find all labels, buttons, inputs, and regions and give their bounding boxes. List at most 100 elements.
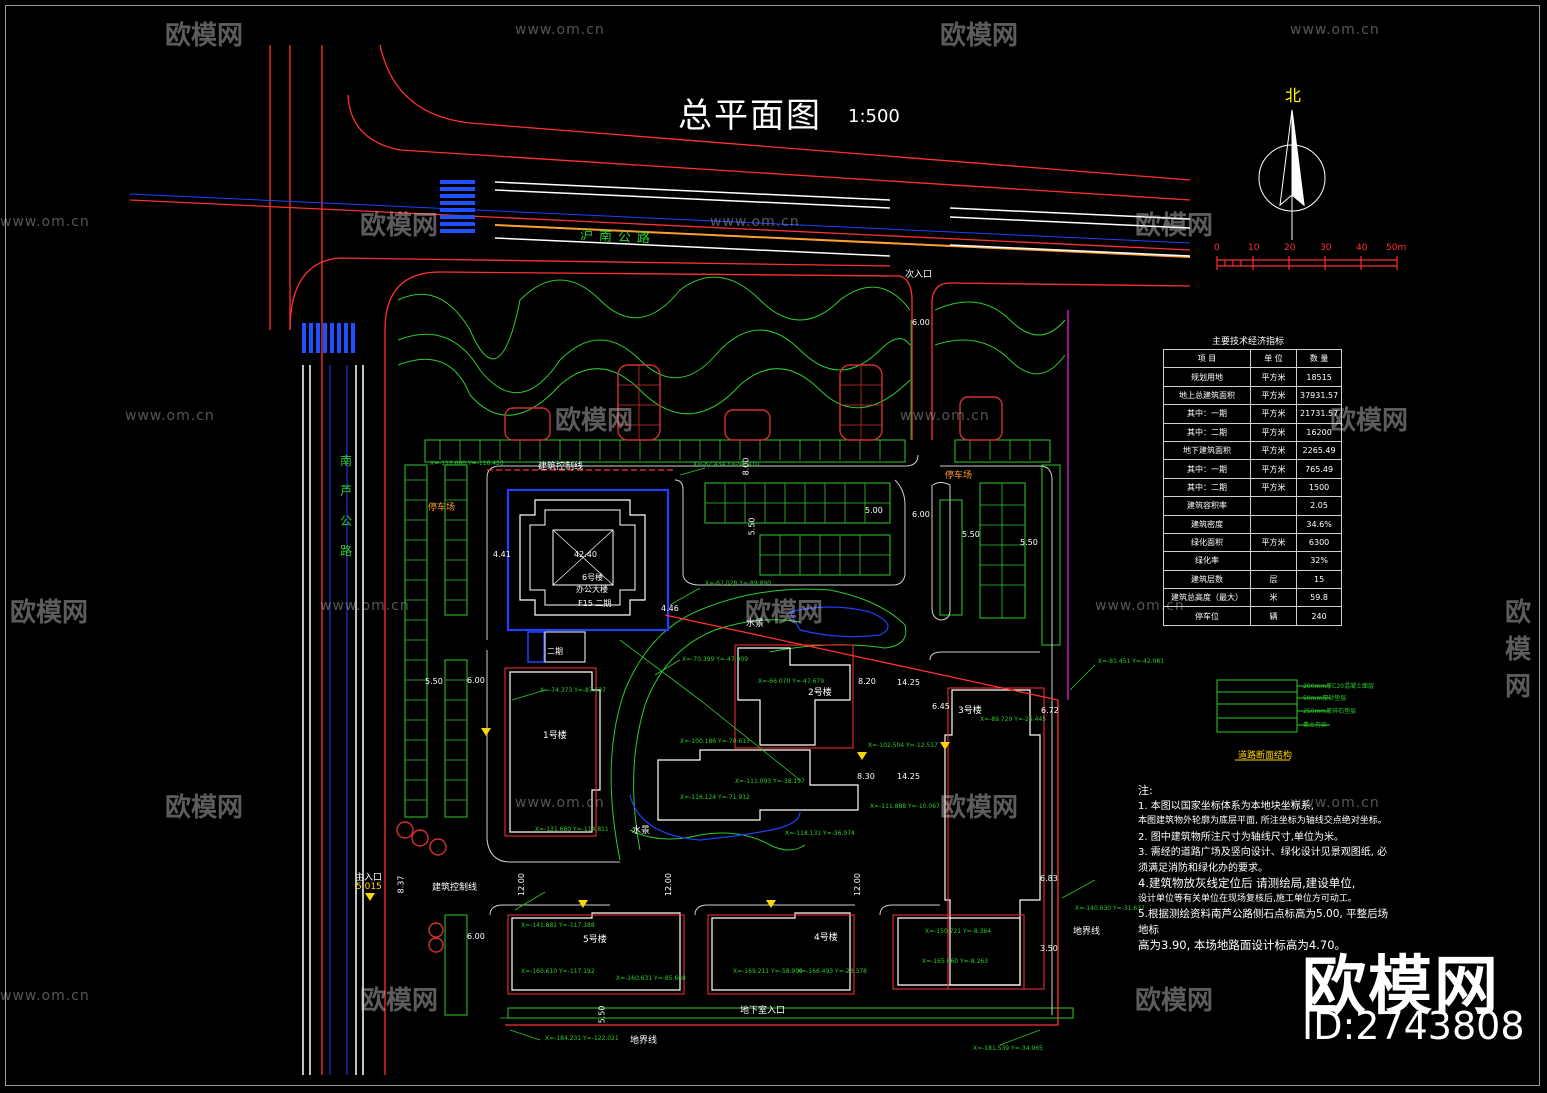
- spec-cell: 地上总建筑面积: [1163, 385, 1251, 406]
- dimension-label: 5.00: [865, 506, 883, 515]
- watermark-brand: 欧模网: [165, 21, 244, 51]
- drawing-title: 总平面图: [678, 96, 822, 136]
- watermark-url: www.om.cn: [515, 795, 605, 811]
- coordinate-label: X=-74.373 Y=-87.637: [540, 687, 607, 694]
- main-entrance-label: 主入口: [355, 873, 383, 883]
- coordinate-label: X=-160.610 Y=-117.192: [521, 968, 595, 975]
- dimension-label: 12.00: [663, 873, 673, 896]
- spec-cell: 绿化面积: [1163, 532, 1251, 553]
- spec-cell: 其中：二期: [1163, 477, 1251, 498]
- spec-cell: 其中：一期: [1163, 404, 1251, 424]
- watermark-url: www.om.cn: [1290, 22, 1380, 38]
- general-notes: 注: 1. 本图以国家坐标体系为本地块坐标系, 本图建筑物外轮廓为底层平面, 所…: [1138, 783, 1398, 954]
- building-1-label: 1号楼: [543, 731, 567, 741]
- spec-cell: 32%: [1295, 551, 1343, 571]
- office-name-label: 办公大楼: [576, 585, 608, 594]
- coordinate-label: X=-150.721 Y=-8.364: [925, 928, 992, 935]
- watermark-url: www.om.cn: [515, 22, 605, 38]
- note-line: 1. 本图以国家坐标体系为本地块坐标系,: [1138, 800, 1314, 812]
- spec-cell: 平方米: [1250, 440, 1297, 461]
- dimension-label: 4.41: [493, 550, 511, 559]
- spec-cell: 18515: [1295, 367, 1343, 387]
- note-line: 设计单位等有关单位在现场复核后,施工单位方可动工。: [1138, 893, 1357, 904]
- coordinate-label: X=-111.888 Y=-10.067: [870, 803, 940, 810]
- phase2-label: 二期: [547, 647, 563, 656]
- crosswalks: [302, 180, 475, 353]
- property-line-label: 地界线: [630, 1036, 658, 1046]
- dimension-label: 6.72: [1041, 706, 1059, 715]
- dimension-label: 12.00: [852, 873, 862, 896]
- spec-cell: 765.49: [1295, 459, 1343, 479]
- coordinate-label: X=-111.093 Y=-38.197: [735, 778, 805, 785]
- watermark-brand: 欧模网: [745, 598, 824, 628]
- watermark-brand: 欧模网: [360, 986, 439, 1016]
- watermark-url: www.om.cn: [320, 598, 410, 614]
- dimension-label: 8.37: [396, 875, 406, 894]
- dimension-label: 4.46: [661, 604, 679, 613]
- coordinate-label: X=-66.070 Y=-47.679: [758, 678, 825, 685]
- main-entrance-elevation: 5.015: [356, 882, 382, 892]
- pavement-layer-label: 素土夯实: [1303, 722, 1328, 729]
- building-control-line-label: 建筑控制线: [538, 462, 584, 472]
- basement-entrance-label: 地下室入口: [740, 1006, 786, 1016]
- coordinate-label: X=-118.131 Y=-36.974: [785, 830, 855, 837]
- road-label-nanlu-1: 南: [340, 454, 353, 468]
- drawing-frame: [5, 5, 1540, 1086]
- spec-cell: 15: [1295, 569, 1343, 590]
- scale-bar: [1216, 256, 1398, 270]
- watermark-brand: 欧模网: [1135, 211, 1214, 241]
- spec-cell: 59.8: [1295, 588, 1343, 608]
- water-feature-label: 水景: [746, 619, 765, 629]
- spec-cell: 平方米: [1250, 532, 1297, 553]
- watermark-url: www.om.cn: [0, 214, 90, 230]
- watermark-id: ID:2743808: [1302, 1004, 1525, 1048]
- dimension-label: 6.83: [1040, 874, 1058, 883]
- scale-tick: 50m: [1386, 243, 1407, 253]
- spec-cell: 2265.49: [1295, 440, 1343, 461]
- watermark-brand: 欧模网: [1505, 598, 1532, 702]
- notes-heading: 注:: [1138, 784, 1153, 797]
- parking-stripes: [405, 440, 1031, 801]
- building-5-label: 5号楼: [583, 935, 607, 945]
- spec-cell: [1250, 496, 1297, 516]
- spec-cell: 2.05: [1295, 496, 1343, 516]
- dimension-label: 3.50: [1040, 944, 1058, 953]
- pavement-layer-label: 50mm厚砂垫层: [1303, 695, 1347, 702]
- spec-cell: 平方米: [1250, 367, 1297, 387]
- control-lines: [487, 310, 1069, 1026]
- spec-cell: 34.6%: [1295, 514, 1343, 534]
- coordinate-label: X=-140.630 Y=-31.637: [1075, 905, 1145, 912]
- spec-cell: 平方米: [1250, 459, 1297, 479]
- pavement-layer-label: 250mm厚碎石垫层: [1303, 708, 1357, 715]
- dimension-label: 6.00: [467, 676, 485, 685]
- spec-cell: 240: [1295, 606, 1343, 626]
- spec-table-header: 项 目 单 位 数 量: [1163, 348, 1343, 369]
- spec-cell: 1500: [1295, 477, 1343, 498]
- drawing-scale: 1:500: [848, 106, 900, 127]
- building-3-label: 3号楼: [958, 706, 982, 716]
- office-height-label: 42.40: [574, 550, 597, 559]
- dimension-label: 8.30: [857, 772, 875, 781]
- coordinate-label: X=-181.539 Y=-34.965: [973, 1045, 1043, 1052]
- spec-cell: 层: [1250, 569, 1297, 590]
- north-arrow: [1258, 109, 1326, 240]
- coordinate-label: X=-62.028 Y=-89.890: [705, 580, 772, 587]
- building-outline-red: [504, 644, 1045, 995]
- spec-cell: 地下建筑面积: [1163, 440, 1251, 461]
- coordinate-label: X=-116.124 Y=-71.912: [680, 794, 750, 801]
- coordinate-label: X=-184.231 Y=-122.021: [545, 1035, 619, 1042]
- coordinate-label: X=-165.660 Y=-8.263: [922, 958, 989, 965]
- watermark-logo: 欧模网: [1302, 950, 1500, 1024]
- coordinate-label: X=-89.729 Y=-25.445: [980, 716, 1047, 723]
- watermark-url: www.om.cn: [900, 408, 990, 424]
- road-label-nanlu-3: 公: [340, 514, 353, 528]
- dimension-label: 5.50: [597, 1005, 607, 1024]
